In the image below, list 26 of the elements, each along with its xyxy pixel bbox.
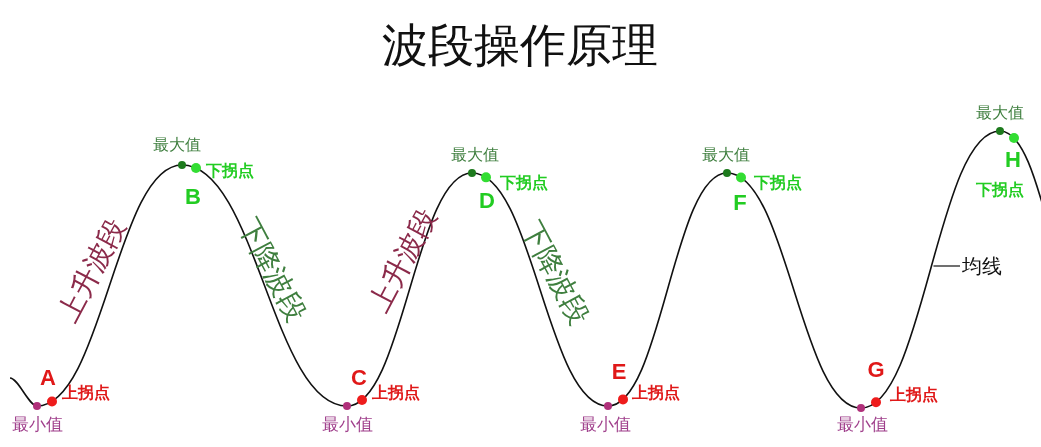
segment-label: 下降波段 [516, 217, 594, 329]
segment-label: 下降波段 [233, 214, 311, 326]
point-letter: D [479, 190, 495, 212]
wave-curve [9, 130, 1041, 409]
point-letter: H [1005, 149, 1021, 171]
point-letter: A [40, 367, 56, 389]
segment-label: 上升波段 [53, 214, 131, 326]
maximum-label: 最大值 [702, 147, 750, 163]
inflection-label: 上拐点 [62, 385, 110, 401]
point-letter: G [867, 359, 885, 381]
point-letter: B [185, 186, 201, 208]
inflection-label: 上拐点 [632, 385, 680, 401]
inflection-label: 下拐点 [206, 163, 254, 179]
title: 波段操作原理 [382, 22, 658, 68]
point-letter: C [351, 367, 367, 389]
inflection-label: 下拐点 [500, 175, 548, 191]
maximum-label: 最大值 [153, 137, 201, 153]
inflection-label: 上拐点 [890, 387, 938, 403]
maximum-label: 最大值 [451, 147, 499, 163]
point-letter: F [733, 192, 747, 214]
inflection-label: 下拐点 [976, 182, 1024, 198]
point-letter: E [611, 361, 627, 383]
leader-line [932, 265, 961, 267]
inflection-label: 上拐点 [372, 385, 420, 401]
inflection-label: 下拐点 [754, 175, 802, 191]
segment-label: 上升波段 [364, 204, 442, 316]
